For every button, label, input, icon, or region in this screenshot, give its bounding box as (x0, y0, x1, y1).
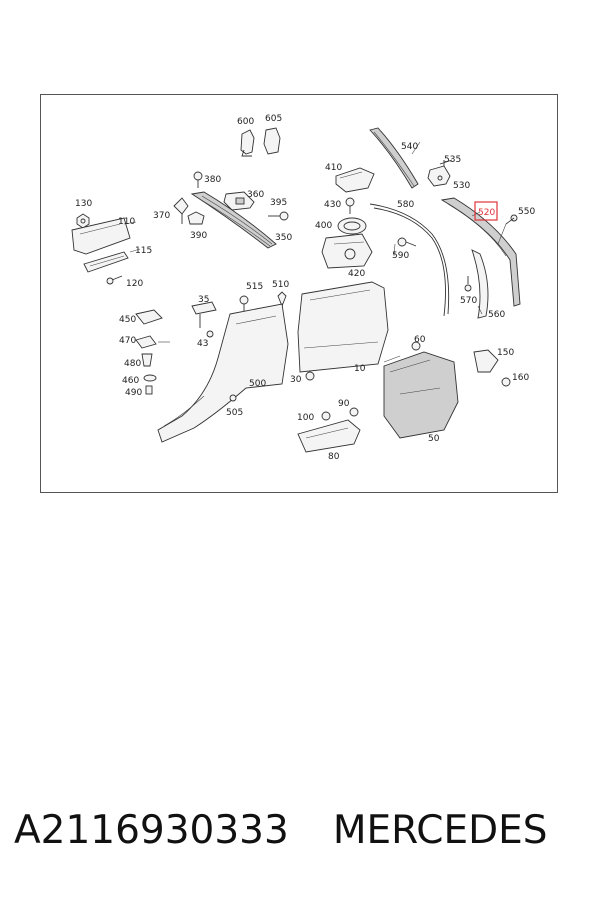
label-480: 480 (124, 359, 141, 369)
label-410: 410 (325, 163, 342, 173)
label-390: 390 (190, 231, 207, 241)
label-60: 60 (414, 335, 426, 345)
part-430-bolt (345, 197, 355, 214)
part-100-nut (321, 411, 331, 421)
part-500-side-trim (157, 303, 289, 443)
part-50-wheelhouse-trim (383, 351, 459, 439)
part-410-cover (335, 167, 375, 193)
part-605-clip (263, 127, 281, 155)
parts-diagram: 600 605 540 535 530 410 380 360 395 370 … (71, 114, 535, 462)
part-570-bolt (464, 276, 472, 292)
label-505: 505 (226, 408, 243, 418)
part-360-cover (223, 191, 255, 211)
part-43-clip (206, 330, 214, 338)
label-370: 370 (153, 211, 170, 221)
label-490: 490 (125, 388, 142, 398)
brand-name: MERCEDES (332, 808, 548, 853)
label-450: 450 (119, 315, 136, 325)
label-100: 100 (297, 413, 314, 423)
label-580: 580 (397, 200, 414, 210)
label-43: 43 (197, 339, 208, 349)
label-605: 605 (265, 114, 282, 124)
part-530-bracket (427, 165, 451, 187)
part-400-ring (337, 217, 367, 235)
label-150: 150 (497, 348, 514, 358)
label-395: 395 (270, 198, 287, 208)
label-420: 420 (348, 269, 365, 279)
part-390-clip (187, 211, 205, 225)
part-90-bolt (349, 407, 359, 417)
part-10-trunk-liner (297, 281, 389, 373)
label-430: 430 (324, 200, 341, 210)
label-120: 120 (126, 279, 143, 289)
part-120-screw (106, 275, 123, 285)
diagram-frame (40, 94, 558, 493)
label-380: 380 (204, 175, 221, 185)
label-50: 50 (428, 434, 440, 444)
leader-lines (123, 141, 507, 363)
part-150-latch (473, 349, 499, 373)
part-505-screw (229, 394, 237, 402)
label-10: 10 (354, 364, 366, 374)
part-350-sill-strip (190, 191, 277, 249)
highlight-box-520 (474, 201, 498, 221)
part-115-strip (83, 251, 129, 273)
part-510-clip (277, 291, 287, 308)
footer: A2116930333 MERCEDES (14, 808, 594, 856)
part-550-clip (505, 214, 518, 225)
label-30: 30 (290, 375, 302, 385)
part-480-fastener (141, 353, 153, 367)
part-80-bracket (297, 419, 361, 453)
label-560: 560 (488, 310, 505, 320)
part-35-clip (191, 301, 217, 328)
part-420-box (321, 233, 373, 269)
part-370-clip (173, 197, 189, 224)
label-520: 520 (478, 208, 495, 218)
label-470: 470 (119, 336, 136, 346)
label-400: 400 (315, 221, 332, 231)
label-90: 90 (338, 399, 350, 409)
label-160: 160 (512, 373, 529, 383)
part-590-bolt (397, 237, 417, 247)
label-500: 500 (249, 379, 266, 389)
label-530: 530 (453, 181, 470, 191)
label-510: 510 (272, 280, 289, 290)
part-540-rail (369, 127, 419, 189)
label-540: 540 (401, 142, 418, 152)
label-110: 110 (118, 217, 135, 227)
part-450-pad (135, 309, 163, 325)
label-80: 80 (328, 452, 340, 462)
label-550: 550 (518, 207, 535, 217)
label-460: 460 (122, 376, 139, 386)
label-360: 360 (247, 190, 264, 200)
part-490-screw (145, 385, 153, 395)
part-130-nut (76, 213, 90, 229)
label-535: 535 (444, 155, 461, 165)
label-115: 115 (135, 246, 152, 256)
label-515: 515 (246, 282, 263, 292)
label-600: 600 (237, 117, 254, 127)
part-380-screw (193, 171, 203, 188)
part-580-frame-rail (369, 203, 450, 317)
label-130: 130 (75, 199, 92, 209)
part-560-trim (471, 249, 489, 319)
part-30-screw (305, 371, 315, 381)
part-60-bolt (411, 341, 421, 351)
label-35: 35 (198, 295, 209, 305)
label-350: 350 (275, 233, 292, 243)
part-number: A2116930333 (14, 808, 289, 853)
part-labels: 600 605 540 535 530 410 380 360 395 370 … (75, 114, 535, 462)
part-515-screw (239, 295, 249, 312)
part-600-clip (240, 129, 255, 157)
part-460-nut (143, 374, 157, 382)
part-395-screw (268, 211, 289, 221)
label-570: 570 (460, 296, 477, 306)
part-470-clip (135, 335, 157, 349)
label-590: 590 (392, 251, 409, 261)
part-110-trim-panel (71, 217, 131, 255)
part-160-bolt (501, 377, 511, 387)
